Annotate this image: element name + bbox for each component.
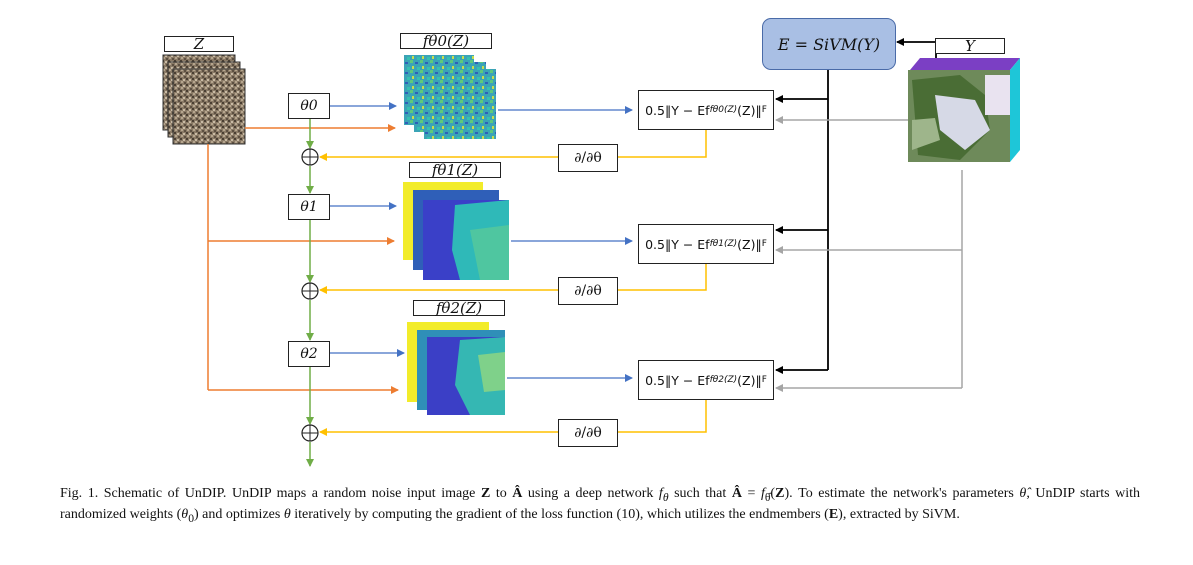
caption-part: such that — [668, 486, 732, 501]
sum-node-2 — [301, 424, 319, 442]
caption-part: using a deep network — [522, 486, 659, 501]
gradient-box-2: ∂/∂θ — [558, 419, 618, 447]
caption-part: , UnDIP starts with randomized weights ( — [60, 486, 1141, 523]
caption-part: ) and optimizes — [194, 507, 284, 523]
loss-sub: fθ1(Z) — [709, 239, 738, 249]
caption-part: Fig. 1. Schematic of UnDIP. UnDIP maps a… — [60, 486, 481, 501]
caption-part: to — [490, 486, 513, 501]
caption-z: Z — [480, 486, 491, 501]
z-label: Z — [164, 36, 234, 52]
caption-e: E — [828, 507, 839, 523]
loss-sub: fθ2(Z) — [709, 375, 738, 385]
output-label-0: fθ0(Z) — [400, 33, 492, 49]
theta-box-0: θ0 — [288, 93, 330, 119]
loss-prefix: 0.5‖Y − Ef — [645, 372, 710, 388]
theta-box-2: θ2 — [288, 341, 330, 367]
abundance-stack-1 — [403, 182, 509, 280]
noise-input-stack — [162, 54, 246, 145]
loss-suffix: (Z)‖ — [737, 372, 762, 388]
sivm-box: E = SiVM(Y) — [762, 18, 896, 70]
loss-suffix: (Z)‖ — [737, 236, 762, 252]
loss-prefix: 0.5‖Y − Ef — [645, 102, 710, 118]
hyperspectral-cube-y — [908, 58, 1020, 162]
caption-part: ), extracted by SiVM. — [838, 507, 960, 523]
loss-prefix: 0.5‖Y − Ef — [645, 236, 710, 252]
figure-caption: Fig. 1. Schematic of UnDIP. UnDIP maps a… — [60, 486, 1141, 526]
y-label: Y — [935, 38, 1005, 54]
theta-box-1: θ1 — [288, 194, 330, 220]
abundance-stack-0 — [404, 55, 496, 139]
loss-suffix: (Z)‖ — [737, 102, 762, 118]
yellow-path-1 — [616, 263, 707, 291]
sum-node-1 — [301, 282, 319, 300]
abundance-stack-2 — [407, 322, 505, 415]
sum-node-0 — [301, 148, 319, 166]
caption-part: iteratively by computing the gradient of… — [290, 507, 829, 523]
gradient-box-1: ∂/∂θ — [558, 277, 618, 305]
yellow-path-2 — [616, 400, 707, 433]
loss-sub: fθ0(Z) — [709, 105, 738, 115]
caption-part: . To estimate the network's parameters — [789, 486, 1020, 501]
output-label-1: fθ1(Z) — [409, 162, 501, 178]
caption-a: Â — [512, 486, 523, 501]
gradient-box-0: ∂/∂θ — [558, 144, 618, 172]
yellow-path-0 — [616, 123, 707, 158]
output-label-2: fθ2(Z) — [413, 300, 505, 316]
black-arrow-y-to-sivm — [896, 38, 937, 58]
